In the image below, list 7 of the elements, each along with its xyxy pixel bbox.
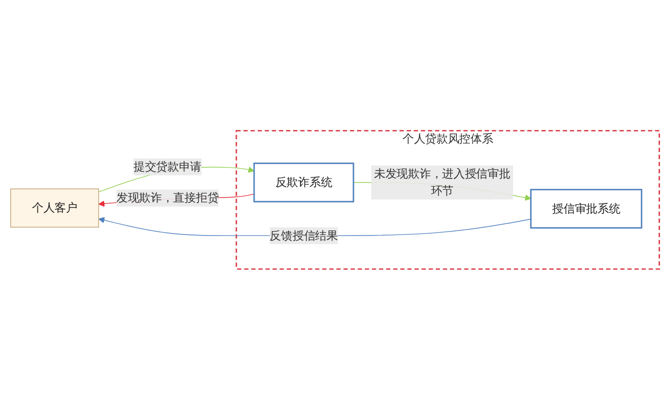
node-box: 个人客户	[10, 188, 100, 228]
edge-label: 发现欺诈，直接拒贷	[116, 191, 219, 205]
edge-label: 提交贷款申请	[133, 160, 202, 174]
node-box: 反欺诈系统	[253, 162, 354, 202]
node-box: 授信审批系统	[530, 188, 642, 229]
edge-label: 反馈授信结果	[270, 228, 338, 242]
edge-label: 未发现欺诈，进入授信审批环节	[374, 166, 510, 198]
